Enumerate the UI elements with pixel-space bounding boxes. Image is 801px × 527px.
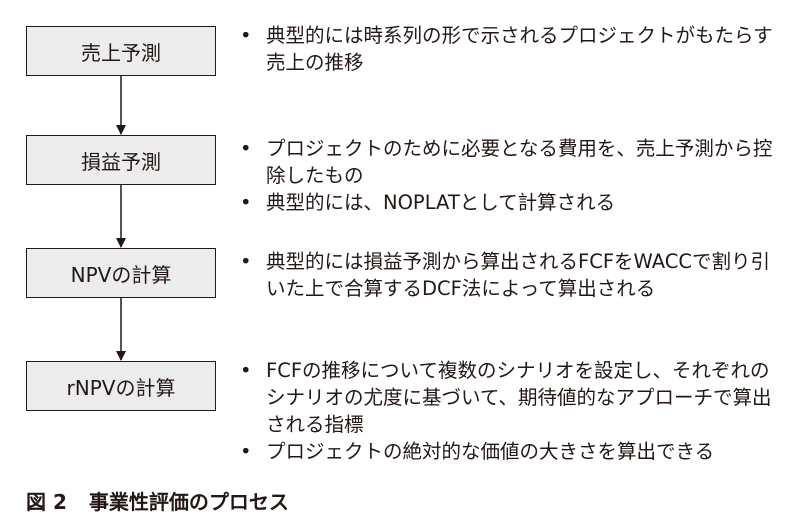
flow-box-label: rNPVの計算 bbox=[66, 375, 176, 400]
flow-box-rnpv-calculation: rNPVの計算 bbox=[26, 361, 216, 411]
description-bullet: 典型的には、NOPLATとして計算される bbox=[238, 189, 783, 216]
description-list-sales-forecast: 典型的には時系列の形で示されるプロジェクトがもたらす売上の推移 bbox=[238, 22, 783, 76]
description-list-npv-calculation: 典型的には損益予測から算出されるFCFをWACCで割り引いた上で合算するDCF法… bbox=[238, 248, 783, 302]
description-bullet: プロジェクトの絶対的な価値の大きさを算出できる bbox=[238, 438, 783, 465]
flow-box-label: NPVの計算 bbox=[70, 262, 172, 287]
description-bullet: 典型的には損益予測から算出されるFCFをWACCで割り引いた上で合算するDCF法… bbox=[238, 248, 783, 302]
flow-box-sales-forecast: 売上予測 bbox=[26, 26, 216, 76]
description-list-pl-forecast: プロジェクトのために必要となる費用を、売上予測から控除したもの 典型的には、NO… bbox=[238, 135, 783, 216]
description-bullet: 典型的には時系列の形で示されるプロジェクトがもたらす売上の推移 bbox=[238, 22, 783, 76]
flow-box-pl-forecast: 損益予測 bbox=[26, 135, 216, 185]
description-list-rnpv-calculation: FCFの推移について複数のシナリオを設定し、それぞれのシナリオの尤度に基づいて、… bbox=[238, 357, 783, 465]
figure-label: 図 2 bbox=[26, 490, 67, 514]
figure-title: 事業性評価のプロセス bbox=[88, 490, 289, 514]
flow-box-label: 損益予測 bbox=[81, 149, 161, 174]
description-bullet: プロジェクトのために必要となる費用を、売上予測から控除したもの bbox=[238, 135, 783, 189]
flow-box-label: 売上予測 bbox=[81, 40, 161, 65]
flow-box-npv-calculation: NPVの計算 bbox=[26, 248, 216, 298]
description-bullet: FCFの推移について複数のシナリオを設定し、それぞれのシナリオの尤度に基づいて、… bbox=[238, 357, 783, 438]
figure-caption: 図 2 事業性評価のプロセス bbox=[26, 486, 289, 515]
